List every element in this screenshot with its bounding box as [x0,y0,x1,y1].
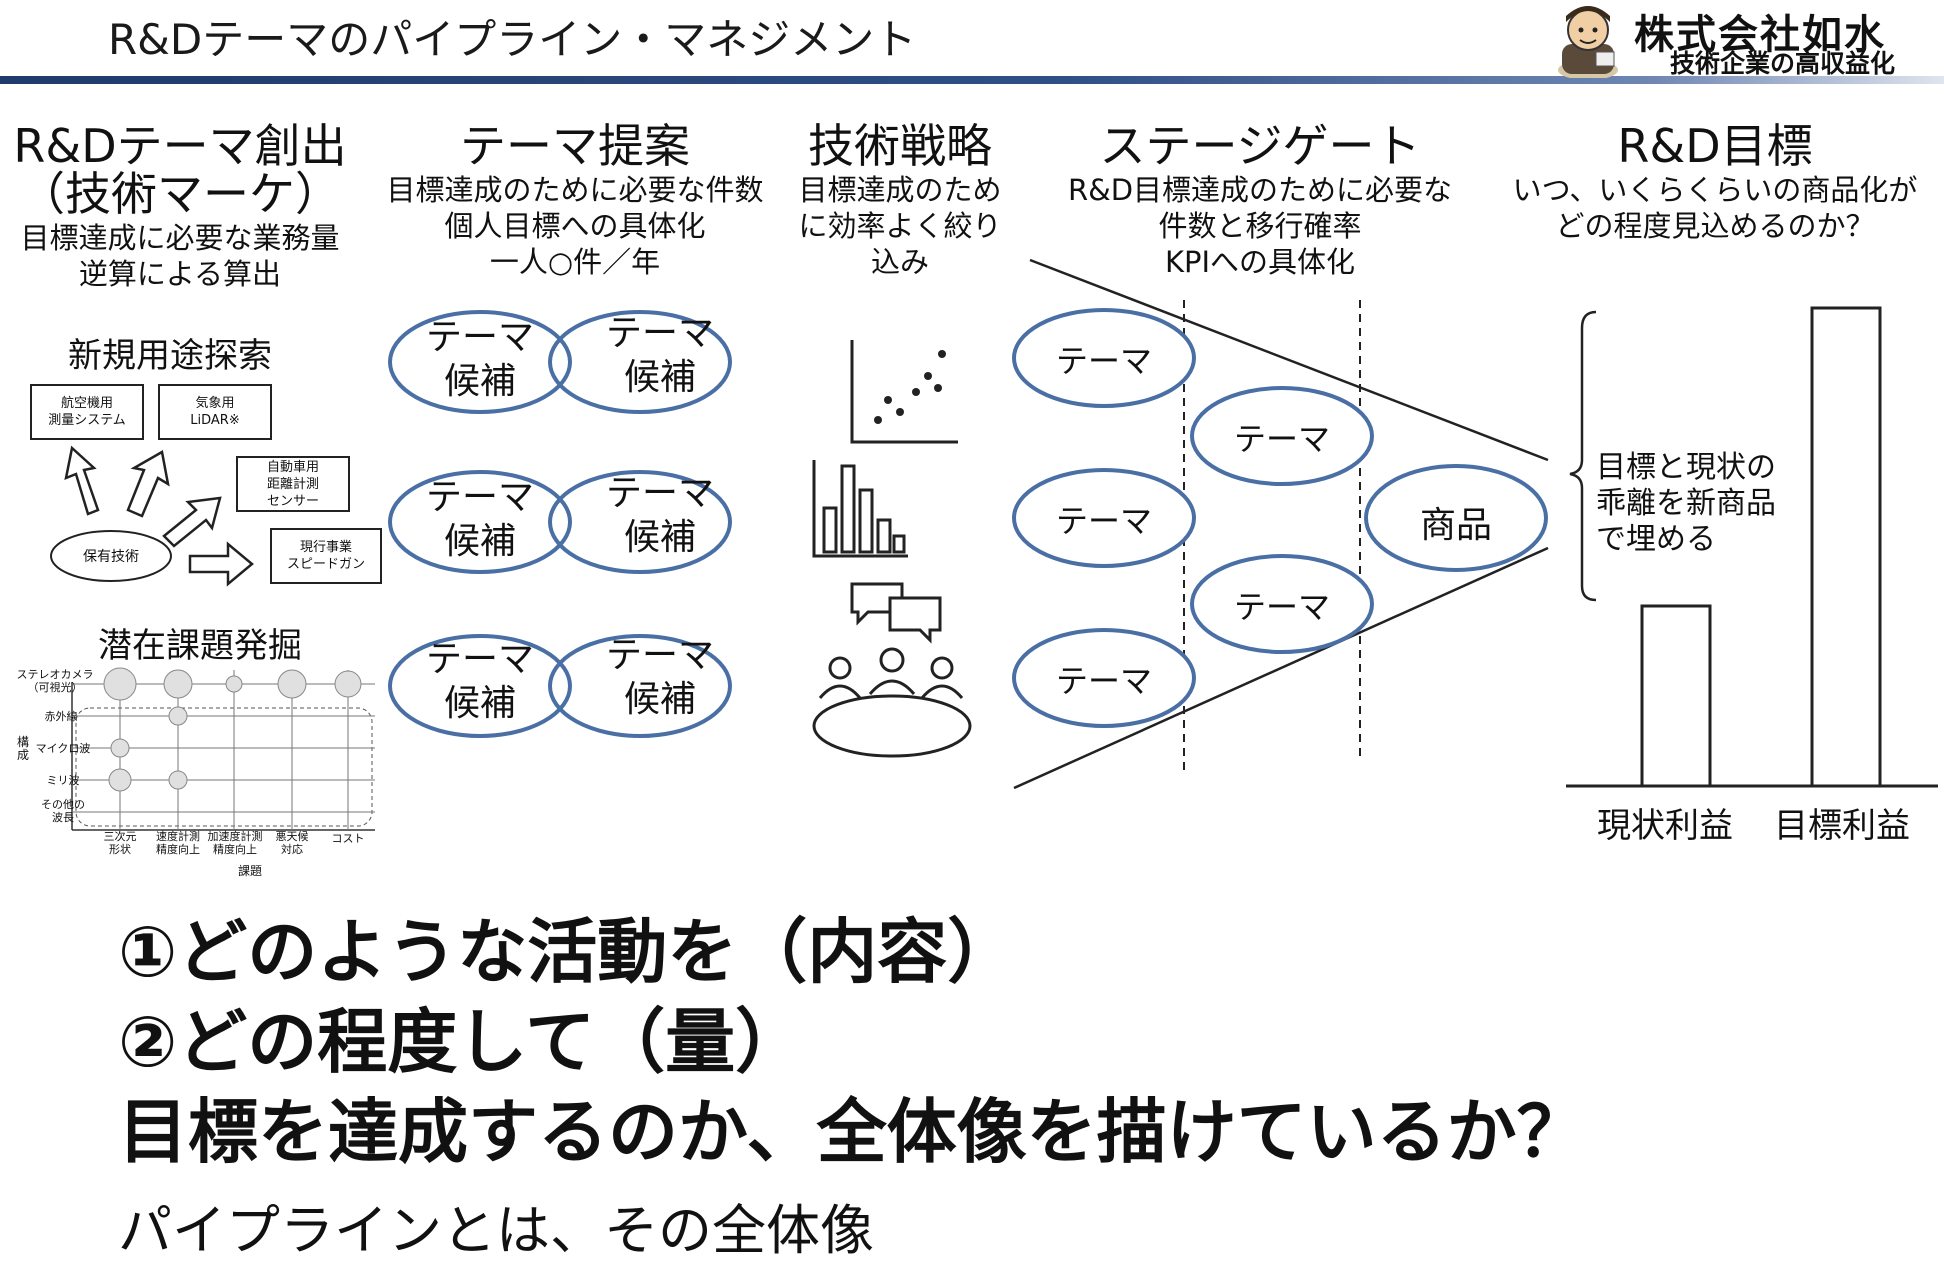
latent-row-microwave: マイクロ波 [35,742,91,755]
header-rule [0,76,1944,84]
proposal-title: テーマ提案 [460,119,690,173]
candidate-line2: 候補 [623,679,696,720]
latent-title: 潜在課題発掘 [98,626,302,666]
stagegate-desc3: KPIへの具体化 [1164,245,1356,279]
owned-tech-ellipse [50,530,172,582]
latent-col-speed: 速度計測 精度向上 [156,830,200,856]
stage-theme-1: テーマ [1055,342,1152,380]
latent-col-shape: 三次元 形状 [103,830,137,856]
meeting-icon [812,582,972,758]
candidate-ellipses [388,310,732,738]
gap-line3: で埋める [1596,522,1716,557]
goal-desc1: いつ、いくらくらいの商品化が [1512,173,1918,207]
company-tagline: 技術企業の高収益化 [1670,49,1896,78]
stagegate-title: ステージゲート [1099,119,1421,173]
candidate-line1: テーマ [425,639,534,680]
proposal-desc3: 一人○件／年 [489,245,661,279]
candidate-2b: テーマ候補 [580,472,740,560]
goal-bar-chart [1566,306,1938,788]
arrow-icon [64,445,100,516]
strategy-title: 技術戦略 [808,119,992,173]
creation-desc2: 逆算による算出 [78,257,282,291]
candidate-1b: テーマ候補 [580,312,740,400]
column-goal: R&D目標 いつ、いくらくらいの商品化が どの程度見込めるのか？ [1490,120,1940,244]
page-title: R&Dテーマのパイプライン・マネジメント [108,15,917,64]
creation-title: R&Dテーマ創出 [13,119,347,173]
bar-label-target: 目標利益 [1774,806,1910,846]
latent-row-infrared: 赤外線 [44,710,78,723]
strategy-desc2: に効率よく絞り [798,209,1002,243]
strategy-icons [812,340,972,758]
bar-chart-icon [812,460,908,558]
goal-title: R&D目標 [1617,119,1813,173]
bar-current [1640,604,1712,788]
stage-theme-2: テーマ [1055,502,1152,540]
new-use-box-speedgun: 現行事業 スピードガン [270,528,382,584]
stage-theme-3: テーマ [1055,662,1152,700]
stagegate-desc2: 件数と移行確率 [1158,209,1362,243]
message-line1: ①どのような活動を（内容） [118,911,1018,993]
column-stagegate: ステージゲート R&D目標達成のために必要な 件数と移行確率 KPIへの具体化 [1050,120,1470,280]
gap-text: 目標と現状の 乖離を新商品 で埋める [1596,450,1776,558]
column-creation: R&Dテーマ創出 （技術マーケ） 目標達成に必要な業務量 逆算による算出 [10,120,350,292]
candidate-line2: 候補 [443,683,516,724]
candidate-line1: テーマ [605,635,714,676]
strategy-desc1: 目標達成のため [798,173,1002,207]
new-use-arrows [64,445,254,587]
new-use-box-aircraft: 航空機用 測量システム [30,384,144,440]
candidate-line1: テーマ [425,317,534,358]
latent-x-label: 課題 [237,864,262,878]
candidate-line2: 候補 [623,357,696,398]
latent-row-stereo: ステレオカメラ （可視光） [16,668,94,694]
candidate-line1: テーマ [605,313,714,354]
creation-title2: （技術マーケ） [19,167,341,221]
latent-col-accel: 加速度計測 精度向上 [207,830,263,856]
arrow-icon [188,541,254,587]
candidate-line2: 候補 [623,517,696,558]
gap-brace [1569,310,1597,602]
candidate-line1: テーマ [605,473,714,514]
message-line2: ②どの程度して（量） [118,1001,806,1083]
stage-product: 商品 [1419,505,1492,546]
stagegate-desc1: R&D目標達成のために必要な [1067,173,1453,207]
latent-y-label: 構成 [16,735,29,762]
candidate-2a: テーマ候補 [400,476,560,564]
column-strategy: 技術戦略 目標達成のため に効率よく絞り 込み [790,120,1010,280]
stage-theme-5: テーマ [1233,588,1330,626]
candidate-line1: テーマ [425,477,534,518]
gap-line2: 乖離を新商品 [1596,486,1776,521]
new-use-box-automotive: 自動車用 距離計測 センサー [236,456,350,512]
proposal-desc2: 個人目標への具体化 [444,209,706,243]
bar-label-current: 現状利益 [1597,806,1733,846]
message-line3: 目標を達成するのか、全体像を描けているか？ [118,1091,1587,1173]
candidate-3b: テーマ候補 [580,634,740,722]
proposal-desc1: 目標達成のために必要な件数 [386,173,764,207]
arrow-icon [126,450,170,518]
latent-col-weather: 悪天候 対応 [275,830,309,856]
latent-col-cost: コスト [331,832,365,845]
owned-tech-label: 保有技術 [83,549,139,565]
message-line4: パイプラインとは、その全体像 [118,1199,874,1262]
company-name: 株式会社如水 [1634,11,1886,58]
candidate-1a: テーマ候補 [400,316,560,404]
latent-row-other: その他の 波長 [41,798,85,824]
new-use-title: 新規用途探索 [68,336,272,376]
stage-gate-diagram [1012,258,1549,790]
arrow-icon [162,496,222,548]
stage-theme-4: テーマ [1233,420,1330,458]
creation-desc1: 目標達成に必要な業務量 [20,221,340,255]
gap-line1: 目標と現状の [1596,450,1776,485]
mascot-logo-icon [1558,6,1618,78]
scatter-chart-icon [850,340,958,444]
column-proposal: テーマ提案 目標達成のために必要な件数 個人目標への具体化 一人○件／年 [370,120,780,280]
goal-desc2: どの程度見込めるのか？ [1555,209,1875,243]
candidate-3a: テーマ候補 [400,638,560,726]
new-use-box-weather: 気象用 LiDAR※ [158,384,272,440]
bar-target [1810,306,1882,788]
latent-matrix [71,667,375,831]
strategy-desc3: 込み [870,245,929,279]
latent-row-mmwave: ミリ波 [46,774,80,787]
candidate-line2: 候補 [443,521,516,562]
candidate-line2: 候補 [443,361,516,402]
